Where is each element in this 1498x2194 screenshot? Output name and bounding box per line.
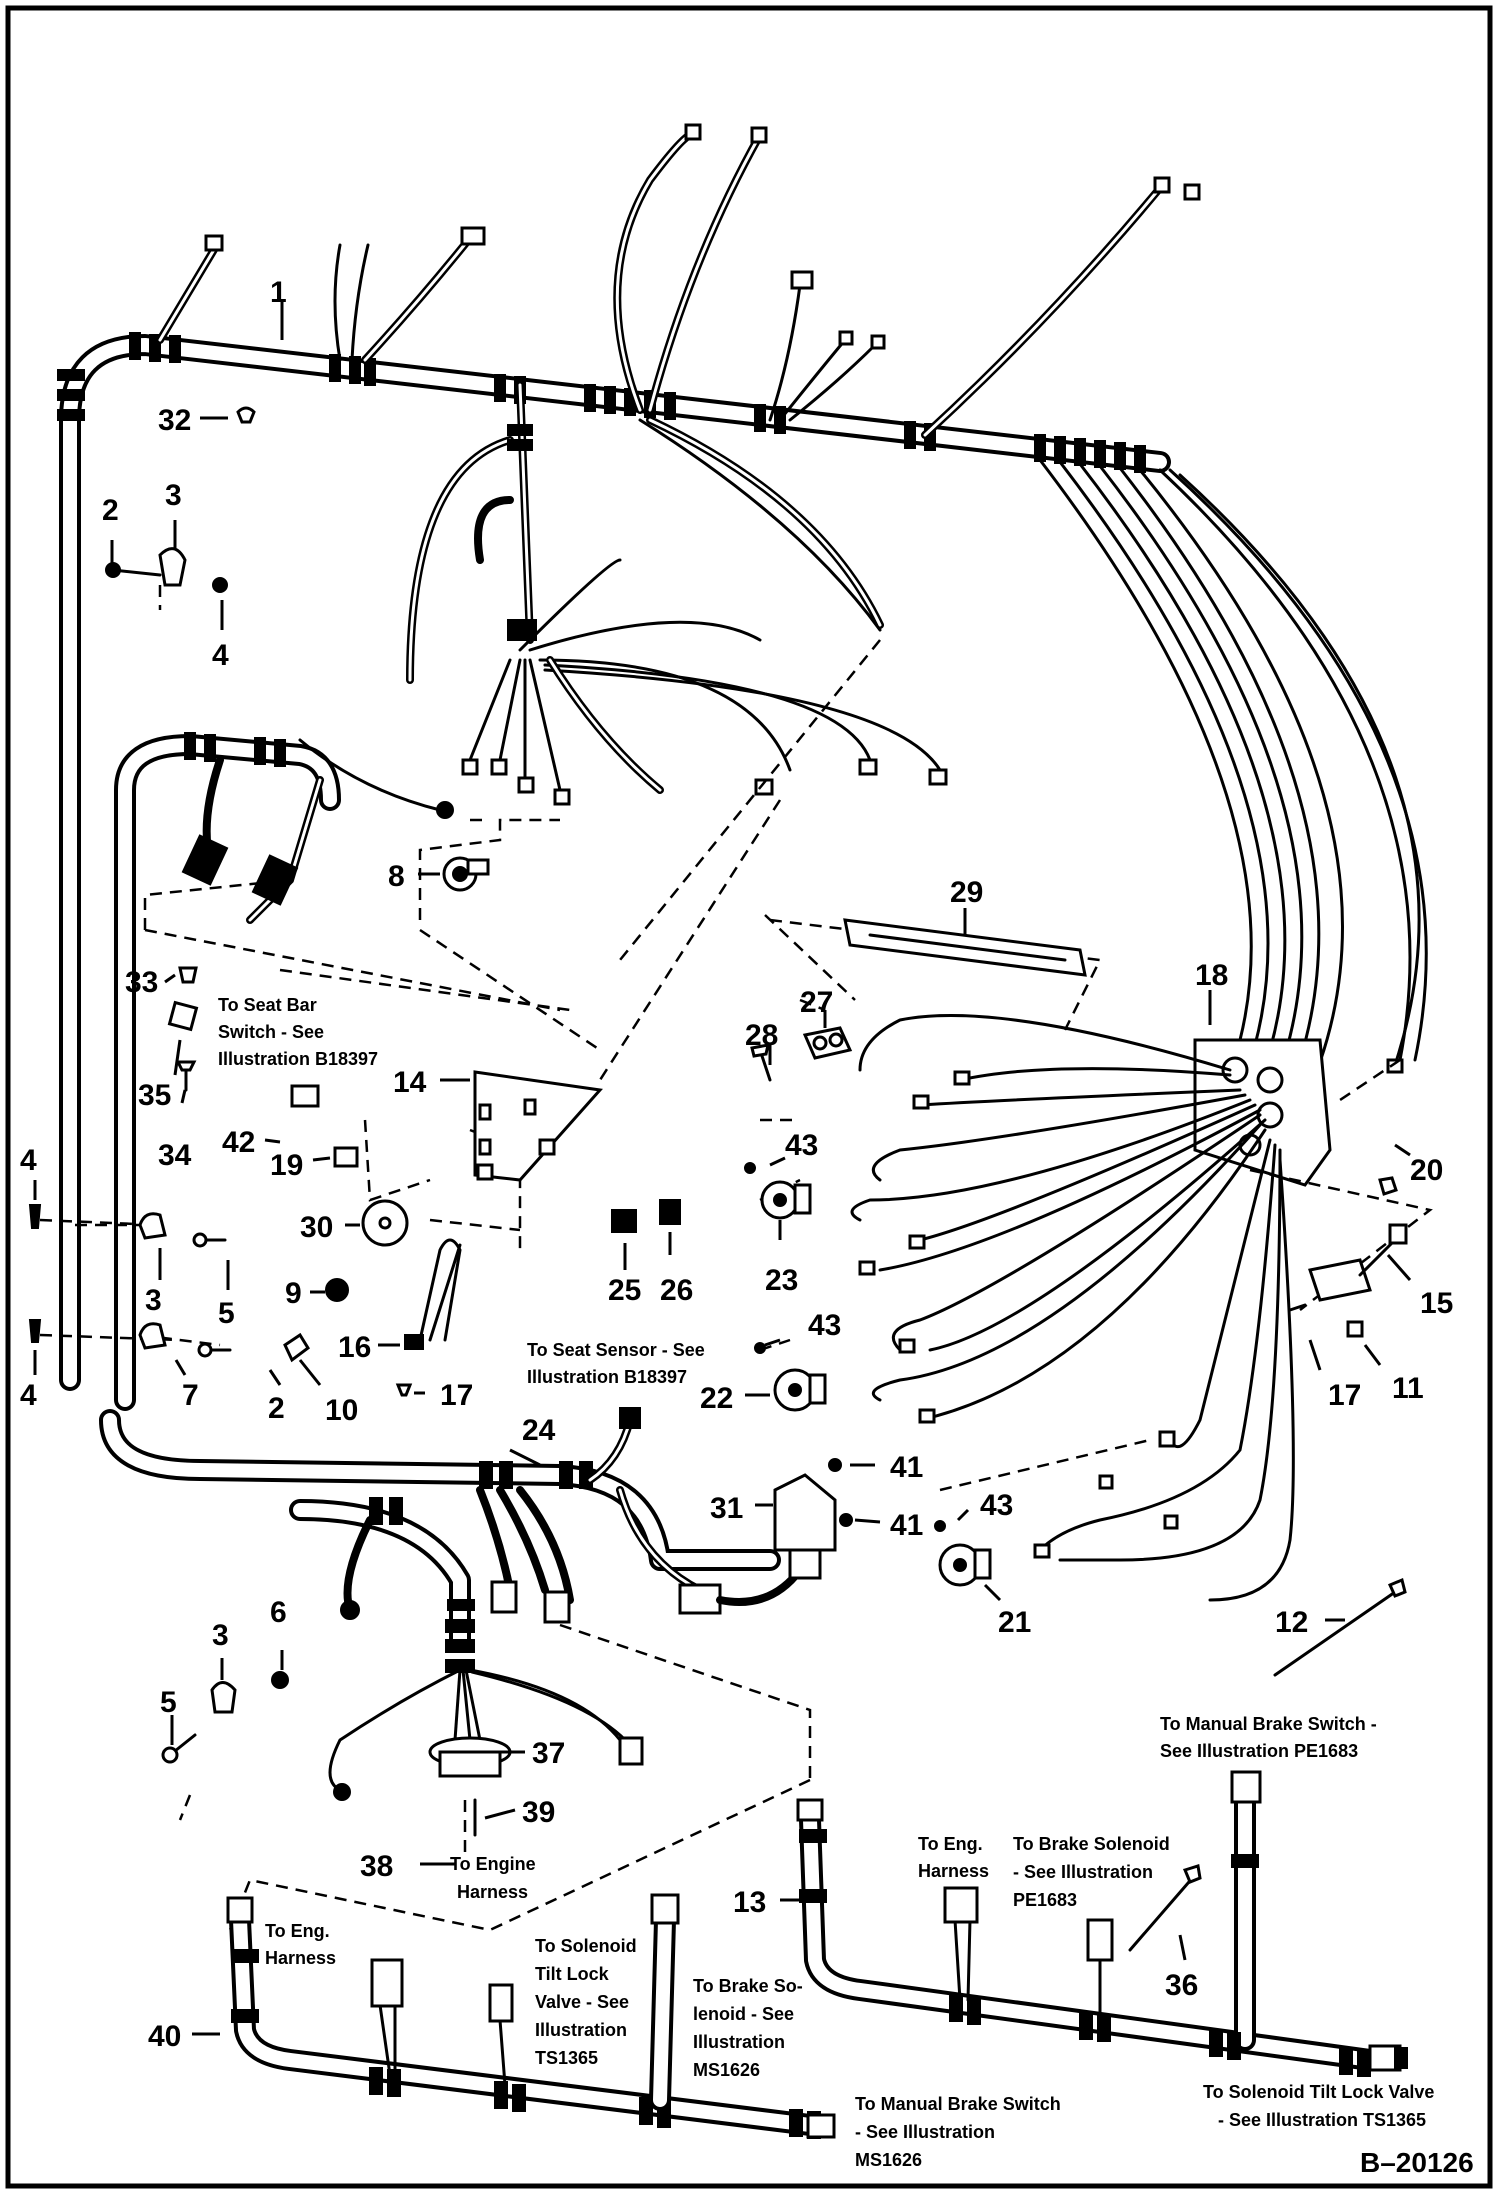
note-solenoid-tilt-ts-1: To Solenoid bbox=[535, 1936, 637, 1956]
note-seat-bar-2: Switch - See bbox=[218, 1022, 324, 1042]
callout-14: 14 bbox=[393, 1066, 427, 1099]
callout-numbers: 1 32 2 3 4 8 33 35 34 42 19 14 30 9 16 1… bbox=[20, 276, 1453, 2053]
dash-branch bbox=[406, 381, 948, 806]
callout-43-mid: 43 bbox=[808, 1309, 841, 1342]
note-brake-solenoid-ms-3: Illustration bbox=[693, 2032, 785, 2052]
note-solenoid-tilt-ts-2: Tilt Lock bbox=[535, 1964, 610, 1984]
callout-20: 20 bbox=[1410, 1154, 1443, 1187]
note-seat-bar-3: Illustration B18397 bbox=[218, 1049, 378, 1069]
callout-3-left: 3 bbox=[145, 1284, 162, 1317]
switch-wires bbox=[850, 1014, 1295, 1602]
right-bundle bbox=[1038, 458, 1428, 1074]
callout-22: 22 bbox=[700, 1382, 733, 1415]
note-brake-solenoid-ms-1: To Brake So- bbox=[693, 1976, 803, 1996]
callout-41-upper: 41 bbox=[890, 1451, 923, 1484]
note-seat-sensor-1: To Seat Sensor - See bbox=[527, 1340, 705, 1360]
callout-16: 16 bbox=[338, 1331, 371, 1364]
note-solenoid-tilt-right-1: To Solenoid Tilt Lock Valve bbox=[1203, 2082, 1434, 2102]
note-brake-solenoid-ms-4: MS1626 bbox=[693, 2060, 760, 2080]
callout-11: 11 bbox=[1392, 1372, 1424, 1405]
note-eng-harness-left-1: To Eng. bbox=[265, 1921, 330, 1941]
callout-1: 1 bbox=[270, 276, 287, 309]
note-eng-harness-right-2: Harness bbox=[918, 1861, 989, 1881]
callout-36: 36 bbox=[1165, 1969, 1198, 2002]
callout-4-left-upper: 4 bbox=[20, 1144, 37, 1177]
callout-7: 7 bbox=[182, 1379, 199, 1412]
diagram-border bbox=[5, 5, 1493, 2189]
note-solenoid-tilt-right-2: - See Illustration TS1365 bbox=[1218, 2110, 1426, 2130]
callout-21: 21 bbox=[998, 1606, 1031, 1639]
callout-35: 35 bbox=[138, 1079, 171, 1112]
callout-8: 8 bbox=[388, 860, 405, 893]
callout-6: 6 bbox=[270, 1596, 287, 1629]
callout-27: 27 bbox=[800, 986, 833, 1019]
note-eng-harness-left-2: Harness bbox=[265, 1948, 336, 1968]
callout-31: 31 bbox=[710, 1492, 743, 1525]
small-parts bbox=[28, 406, 1408, 1952]
top-branch-wires bbox=[156, 123, 1201, 632]
note-eng-harness-right-1: To Eng. bbox=[918, 1834, 983, 1854]
callout-25: 25 bbox=[608, 1274, 641, 1307]
callout-24: 24 bbox=[522, 1414, 556, 1447]
callout-40: 40 bbox=[148, 2020, 181, 2053]
figure-code: B–20126 bbox=[1360, 2147, 1474, 2178]
note-seat-bar-1: To Seat Bar bbox=[218, 995, 317, 1015]
note-brake-solenoid-ms-2: lenoid - See bbox=[693, 2004, 794, 2024]
annotation-notes: To Seat Bar Switch - See Illustration B1… bbox=[218, 995, 1474, 2178]
callout-3-lower: 3 bbox=[212, 1619, 229, 1652]
note-manual-brake-pe-2: See Illustration PE1683 bbox=[1160, 1741, 1358, 1761]
note-solenoid-tilt-ts-5: TS1365 bbox=[535, 2048, 598, 2068]
callout-2-upper: 2 bbox=[102, 494, 119, 527]
callout-19: 19 bbox=[270, 1149, 303, 1182]
harness-40 bbox=[226, 1893, 836, 2139]
callout-9: 9 bbox=[285, 1277, 302, 1310]
callout-32: 32 bbox=[158, 404, 191, 437]
note-solenoid-tilt-ts-3: Valve - See bbox=[535, 1992, 629, 2012]
note-manual-brake-ms-2: - See Illustration bbox=[855, 2122, 995, 2142]
note-manual-brake-ms-3: MS1626 bbox=[855, 2150, 922, 2170]
callout-10: 10 bbox=[325, 1394, 358, 1427]
callout-38: 38 bbox=[360, 1850, 393, 1883]
callout-3-upper: 3 bbox=[165, 479, 182, 512]
callout-29: 29 bbox=[950, 876, 983, 909]
callout-4-upper: 4 bbox=[212, 639, 229, 672]
callout-39: 39 bbox=[522, 1796, 555, 1829]
callout-42: 42 bbox=[222, 1126, 255, 1159]
callout-12: 12 bbox=[1275, 1606, 1308, 1639]
callout-37: 37 bbox=[532, 1737, 565, 1770]
callout-34: 34 bbox=[158, 1139, 192, 1172]
leaders bbox=[33, 300, 1412, 2036]
callout-13: 13 bbox=[733, 1886, 766, 1919]
note-brake-solenoid-pe-2: - See Illustration bbox=[1013, 1862, 1153, 1882]
callout-15: 15 bbox=[1420, 1287, 1453, 1320]
note-manual-brake-ms-1: To Manual Brake Switch bbox=[855, 2094, 1061, 2114]
callout-5-left: 5 bbox=[218, 1297, 235, 1330]
callout-33: 33 bbox=[125, 966, 158, 999]
callout-26: 26 bbox=[660, 1274, 693, 1307]
note-brake-solenoid-pe-3: PE1683 bbox=[1013, 1890, 1077, 1910]
note-engine-harness-2: Harness bbox=[457, 1882, 528, 1902]
callout-17-right: 17 bbox=[1328, 1379, 1361, 1412]
callout-41-lower: 41 bbox=[890, 1509, 923, 1542]
note-engine-harness-1: To Engine bbox=[450, 1854, 536, 1874]
callout-43-upper: 43 bbox=[785, 1129, 818, 1162]
lower-harness bbox=[99, 732, 822, 1801]
note-brake-solenoid-pe-1: To Brake Solenoid bbox=[1013, 1834, 1170, 1854]
note-solenoid-tilt-ts-4: Illustration bbox=[535, 2020, 627, 2040]
callout-28: 28 bbox=[745, 1019, 778, 1052]
note-manual-brake-pe-1: To Manual Brake Switch - bbox=[1160, 1714, 1377, 1734]
callout-5-lower: 5 bbox=[160, 1686, 177, 1719]
callout-30: 30 bbox=[300, 1211, 333, 1244]
callout-4-left-lower: 4 bbox=[20, 1379, 37, 1412]
callout-23: 23 bbox=[765, 1264, 798, 1297]
callout-17-left: 17 bbox=[440, 1379, 473, 1412]
harness-13 bbox=[796, 1770, 1408, 2077]
note-seat-sensor-2: Illustration B18397 bbox=[527, 1367, 687, 1387]
callout-43-lower: 43 bbox=[980, 1489, 1013, 1522]
callout-18: 18 bbox=[1195, 959, 1228, 992]
callout-2-left: 2 bbox=[268, 1392, 285, 1425]
